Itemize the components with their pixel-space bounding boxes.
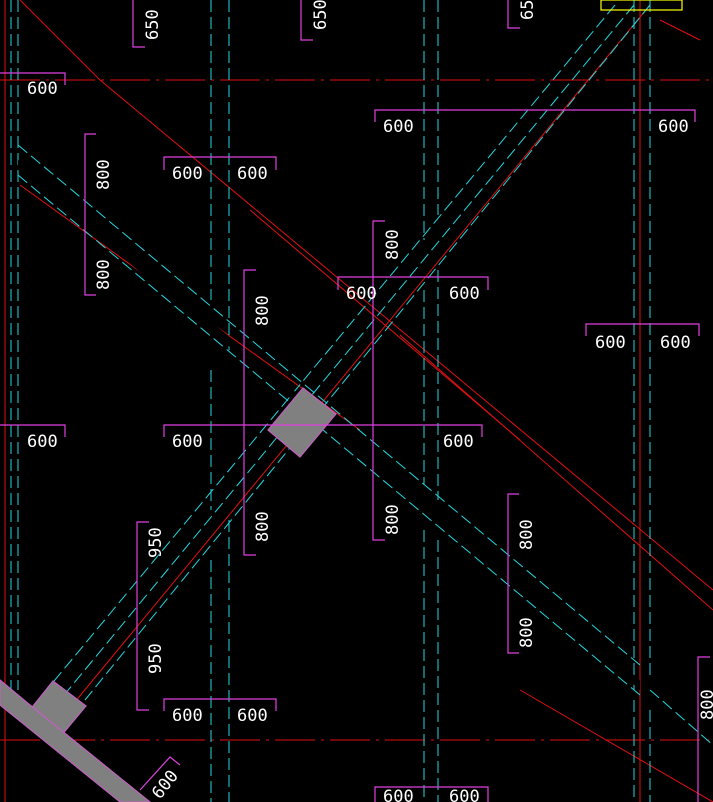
dim-text-lower-800-a: 800 [517, 519, 537, 550]
dim-line-top-650-c [507, 0, 520, 29]
dim-line-bottom-diag [139, 756, 181, 791]
axis-line-diag-a [19, 0, 101, 81]
axis-line-diag-g [659, 19, 701, 41]
column-center [267, 387, 337, 458]
beam-edge-d6 [84, 4, 651, 701]
highlight-box [600, 0, 683, 11]
dim-text-row3-a: 600 [172, 164, 203, 184]
dim-line-row2 [374, 109, 696, 122]
dim-text-center-a: 600 [346, 284, 377, 304]
dim-text-cross-b: 600 [443, 432, 474, 452]
dim-text-bottom-b: 600 [237, 706, 268, 726]
dim-line-left-600-top [0, 72, 66, 85]
dim-text-bottom-diag: 600 [148, 767, 183, 802]
beam-edge-d3 [649, 689, 713, 746]
dim-line-center [337, 276, 489, 290]
dim-text-top-650-b: 650 [311, 0, 331, 30]
dim-line-left-800 [84, 133, 96, 296]
dim-text-inner-800-a: 800 [253, 295, 273, 326]
axis-line-diag-e [399, 334, 713, 611]
dim-text-row3-b: 600 [237, 164, 268, 184]
axis-line-diag-f [59, 4, 651, 721]
dim-text-left-800-a: 800 [94, 159, 114, 190]
dim-text-inner-800-b: 800 [253, 511, 273, 542]
dim-text-center-b: 600 [449, 284, 480, 304]
dim-line-left-600-mid [0, 424, 66, 437]
beam-edge-d4 [59, 4, 635, 701]
axis-line-diag-h [519, 689, 713, 802]
beam-edge-d1 [17, 144, 641, 666]
dim-line-left-950 [136, 521, 149, 711]
dim-text-cross-a: 600 [172, 432, 203, 452]
dim-text-left-950-a: 950 [146, 527, 166, 558]
dim-text-bottom-c: 600 [383, 787, 414, 802]
dim-text-bottom-d: 600 [449, 787, 480, 802]
dim-line-bottom [163, 698, 277, 711]
dim-text-row2-b: 600 [658, 117, 689, 137]
axis-line-diag-d [249, 209, 521, 441]
dim-text-right-b: 600 [660, 333, 691, 353]
dim-text-left-950-b: 950 [146, 643, 166, 674]
dim-line-top-650-b [300, 0, 313, 41]
dim-line-mid-800 [372, 220, 385, 541]
dim-text-right-a: 600 [595, 333, 626, 353]
dim-line-top-650-a [132, 0, 145, 48]
dim-text-bottom-a: 600 [172, 706, 203, 726]
dim-text-left-600-mid: 600 [27, 432, 58, 452]
dim-text-mid-800-b: 800 [383, 504, 403, 535]
dimension-texts: 650 650 65 600 600 600 600 600 800 800 8… [27, 0, 713, 802]
dim-line-cross [163, 424, 483, 437]
dim-text-right-edge: 800 [698, 689, 713, 720]
dim-text-row2-a: 600 [383, 117, 414, 137]
columns [0, 387, 337, 802]
dim-line-row3 [163, 156, 277, 170]
dim-text-mid-800-a: 800 [383, 229, 403, 260]
dim-text-lower-800-b: 800 [517, 617, 537, 648]
dim-text-left-600-top: 600 [27, 79, 58, 99]
dim-line-lower-800 [507, 493, 519, 654]
dim-line-bottom-cd [374, 786, 489, 802]
dim-line-right-edge [697, 656, 710, 802]
dim-text-top-650-c: 65 [518, 0, 538, 20]
dim-line-right [585, 323, 700, 336]
beam-edges-diagonal [17, 4, 713, 746]
beam-edge-d2 [17, 174, 641, 696]
axis-line-diag-b [99, 79, 713, 591]
column-lower-left-beam [0, 679, 151, 802]
beam-edges-vertical [10, 0, 651, 802]
dim-line-inner-800 [243, 269, 256, 556]
dim-text-top-650-a: 650 [143, 9, 163, 40]
beam-edge-d5 [29, 4, 616, 711]
dim-text-left-800-b: 800 [94, 259, 114, 290]
